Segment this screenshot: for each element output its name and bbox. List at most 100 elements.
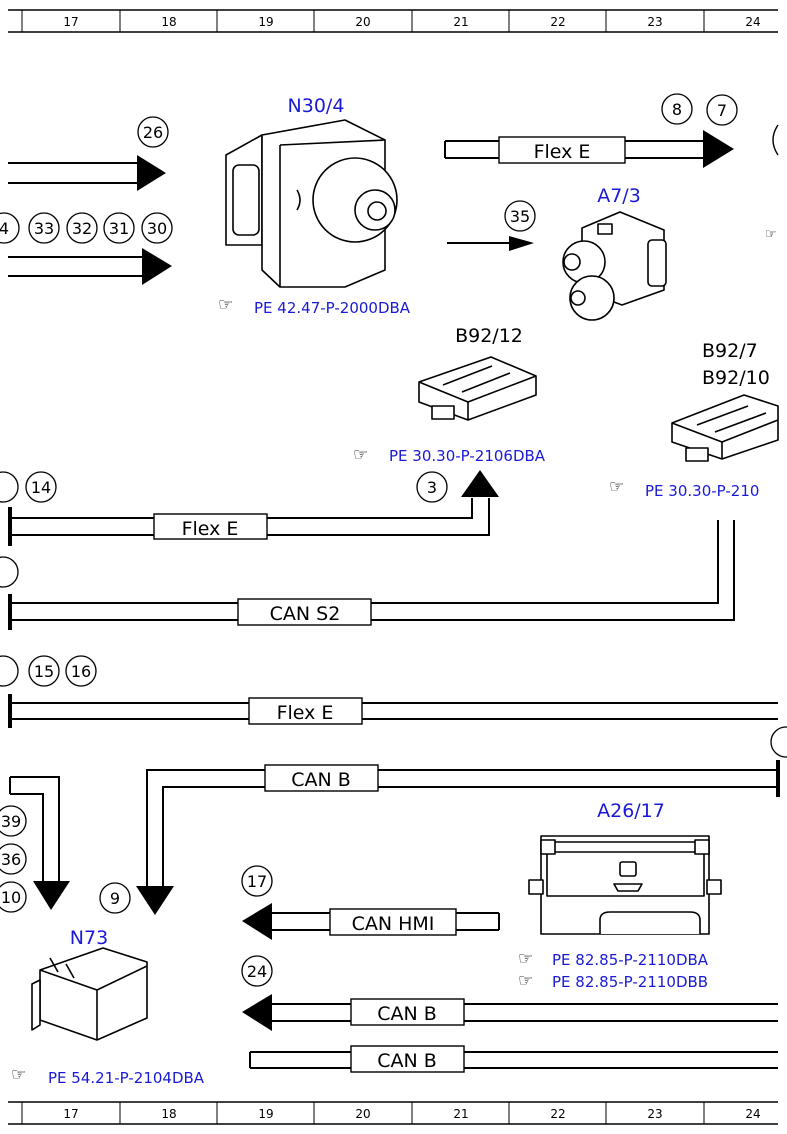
hand-pointer-a26-17-b-icon: ☞ [518,971,533,991]
marker-30-label: 30 [147,219,167,238]
grid-ruler-bottom: 17 18 19 20 21 22 23 24 [8,1101,778,1125]
bus-arrow-26 [8,155,166,191]
marker-9 [99,882,131,914]
marker-35 [504,200,536,232]
bus-label-flex-e-lower: Flex E [277,702,334,724]
hand-pointer-a26-17-icon: ☞ [518,949,533,969]
marker-33-label: 33 [34,219,54,238]
marker-9-label: 9 [110,889,120,908]
grid-col-20-bottom: 20 [355,1107,370,1121]
marker-left-b [0,556,19,588]
marker-15-label: 15 [34,662,54,681]
bus-can-b-lower-1: CAN B [242,994,778,1031]
marker-16-label: 16 [71,662,91,681]
marker-4 [0,212,20,244]
bus-can-s2: CAN S2 [8,520,735,630]
component-label-n73: N73 [70,927,108,949]
marker-39 [0,805,27,837]
reference-a26-17-a: PE 82.85-P-2110DBA [552,951,709,969]
bus-flex-e-top: Flex E [444,130,734,168]
marker-7 [706,94,738,126]
b92-12-sensor-icon [418,356,537,421]
marker-36-label: 36 [1,850,21,869]
marker-8 [661,93,693,125]
marker-31-label: 31 [109,219,129,238]
hand-pointer-edge-icon: ☞ [765,227,777,242]
bus-flex-e-lower: Flex E [8,694,778,728]
arrow-35 [447,236,534,251]
bus-flex-e-middle: Flex E [8,470,499,546]
component-label-a26-17: A26/17 [597,800,665,822]
component-label-b92-12: B92/12 [455,325,523,347]
component-label-n30-4: N30/4 [288,95,345,117]
hand-pointer-b92-7-icon: ☞ [609,477,624,497]
bus-can-b-upper: CAN B [136,760,780,915]
grid-col-17: 17 [63,15,78,29]
marker-10 [0,881,27,913]
grid-ruler-top: 17 18 19 20 21 22 23 24 [8,9,778,33]
marker-32 [66,212,98,244]
marker-31 [103,212,135,244]
marker-left-a [0,471,19,503]
marker-left-c [0,655,19,687]
marker-14 [25,471,57,503]
a26-17-head-unit-icon [528,835,722,935]
a7-3-valve-icon [562,211,667,321]
bus-label-flex-e-top: Flex E [534,141,591,163]
reference-n30-4: PE 42.47-P-2000DBA [254,299,411,317]
bus-label-can-b-lower-1: CAN B [377,1003,437,1025]
grid-col-21-bottom: 21 [453,1107,468,1121]
b92-7-sensor-icon [671,394,779,462]
bus-label-can-hmi: CAN HMI [352,913,435,935]
marker-35-label: 35 [510,207,530,226]
marker-3-label: 3 [427,478,437,497]
grid-col-24-bottom: 24 [745,1107,760,1121]
grid-col-22: 22 [550,15,565,29]
marker-14-label: 14 [31,478,51,497]
reference-b92-7: PE 30.30-P-210 [645,482,759,500]
marker-26 [137,116,169,148]
marker-10-label: 10 [1,888,21,907]
marker-3 [416,471,448,503]
component-label-a7-3: A7/3 [597,185,641,207]
grid-col-21: 21 [453,15,468,29]
edge-component-icon [772,124,779,156]
marker-24 [241,955,273,987]
bus-label-can-b-upper: CAN B [291,769,351,791]
marker-17-label: 17 [247,872,267,891]
reference-b92-12: PE 30.30-P-2106DBA [389,447,546,465]
reference-a26-17-b: PE 82.85-P-2110DBB [552,973,708,991]
reference-n73: PE 54.21-P-2104DBA [48,1069,205,1087]
bus-label-can-b-lower-2: CAN B [377,1050,437,1072]
hand-pointer-b92-12-icon: ☞ [353,445,368,465]
bus-arrow-30 [8,248,172,285]
n30-4-module-icon [225,119,398,288]
grid-col-18: 18 [161,15,176,29]
grid-col-18-bottom: 18 [161,1107,176,1121]
grid-col-17-bottom: 17 [63,1107,78,1121]
marker-33 [28,212,60,244]
grid-col-24: 24 [745,15,760,29]
marker-7-label: 7 [717,101,727,120]
marker-32-label: 32 [72,219,92,238]
marker-16 [65,655,97,687]
grid-col-23-bottom: 23 [647,1107,662,1121]
bus-can-hmi: CAN HMI [242,903,500,940]
marker-26-label: 26 [143,123,163,142]
hand-pointer-icon: ☞ [218,295,233,315]
hand-pointer-n73-icon: ☞ [11,1065,26,1085]
component-label-b92-7: B92/7 [702,340,758,362]
component-label-b92-10: B92/10 [702,367,770,389]
grid-col-19: 19 [258,15,273,29]
marker-30 [141,212,173,244]
marker-17 [241,865,273,897]
bus-label-can-s2: CAN S2 [270,603,341,625]
marker-39-label: 39 [1,812,21,831]
bus-drop-left [9,776,70,910]
n73-module-icon [31,947,148,1041]
bus-can-b-lower-2: CAN B [249,1045,778,1073]
bus-label-flex-e-middle: Flex E [182,518,239,540]
marker-8-label: 8 [672,100,682,119]
marker-15 [28,655,60,687]
